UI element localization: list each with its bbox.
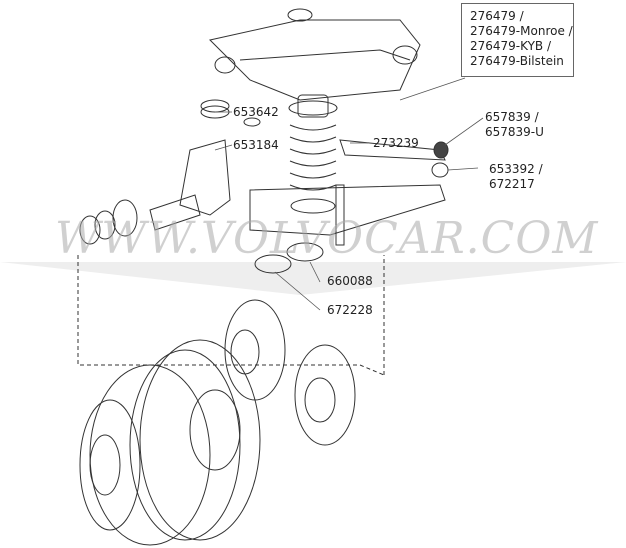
hubcap [79,399,141,531]
callout-657839: 657839 / 657839-U [485,110,544,140]
callout-line: 657839 / [485,110,539,124]
watermark: WWW.VOLVOCAR.COM [55,213,599,264]
strut-mounts [254,242,324,274]
coil-spring [288,94,338,214]
callout-line: 276479-Bilstein [470,54,564,68]
callout-273239: 273239 [373,136,419,150]
hub-bearings [79,199,138,245]
callout-line: 276479-KYB / [470,39,551,53]
bushings [431,141,449,178]
callout-line: 672217 [489,177,535,191]
watermark-band [0,262,626,295]
callout-653392: 653392 / 672217 [489,162,543,192]
callout-line: 657839-U [485,125,544,139]
steering-knuckle [149,139,231,231]
callout-653184: 653184 [233,138,279,152]
brake-disc [224,299,286,401]
callout-line: 276479 / [470,9,524,23]
callout-672228: 672228 [327,303,373,317]
callout-box-shock-absorber: 276479 / 276479-Monroe / 276479-KYB / 27… [461,3,574,77]
wheel-rim [89,339,261,546]
callout-653642: 653642 [233,105,279,119]
lower-control-arm [249,139,446,236]
callout-line: 653392 / [489,162,543,176]
callout-660088: 660088 [327,274,373,288]
upper-control-arm [209,8,421,101]
leader-lines [214,77,484,311]
brake-drum [294,344,356,446]
callout-line: 276479-Monroe / [470,24,573,38]
shock-absorber [335,184,345,246]
